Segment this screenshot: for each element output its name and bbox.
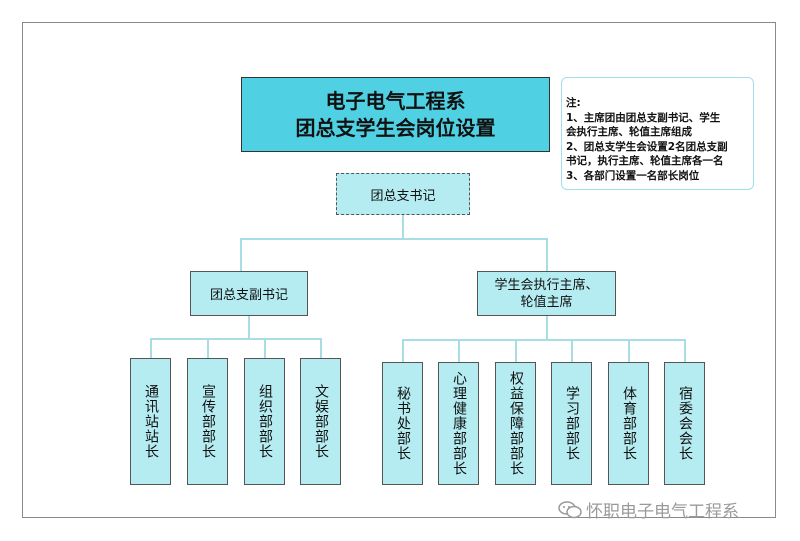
dept-left-2: 宣传部部长: [187, 358, 228, 485]
connector-chair-down: [546, 316, 548, 340]
connector-right-horizontal: [402, 339, 686, 341]
connector-left-dept-3: [264, 338, 266, 358]
title-line-1: 电子电气工程系: [325, 88, 466, 113]
wechat-icon: [558, 500, 582, 518]
diagram-title: 电子电气工程系 团总支学生会岗位设置: [241, 77, 550, 152]
dept-right-1: 秘书处部长: [382, 362, 423, 485]
title-line-2: 团总支学生会岗位设置: [295, 115, 496, 140]
watermark: 怀职电子电气工程系: [558, 497, 739, 522]
connector-right-dept-6: [684, 339, 686, 362]
dept-left-4: 文娱部部长: [300, 358, 341, 485]
connector-vice-down: [248, 316, 250, 339]
node-chair-label: 学生会执行主席、轮值主席: [494, 277, 599, 310]
note-line: 书记，执行主席、轮值主席各一名: [566, 155, 724, 167]
node-chair: 学生会执行主席、轮值主席: [477, 271, 616, 316]
dept-right-4: 学习部部长: [551, 362, 592, 485]
connector-to-chair: [546, 238, 548, 271]
note-line: 3、各部门设置一名部长岗位: [566, 169, 700, 182]
dept-right-3: 权益保障部部长: [495, 362, 536, 485]
note-line: 会执行主席、轮值主席组成: [566, 126, 692, 138]
dept-left-1: 通讯站站长: [130, 358, 171, 485]
connector-right-dept-1: [402, 339, 404, 362]
note-box: 注: 1、主席团由团总支副书记、学生 会执行主席、轮值主席组成 2、团总支学生会…: [561, 77, 754, 190]
node-vice-secretary: 团总支副书记: [190, 271, 308, 316]
note-line: 1、主席团由团总支副书记、学生: [566, 111, 721, 124]
dept-right-2: 心理健康部部长: [438, 362, 479, 485]
connector-right-dept-2: [458, 339, 460, 362]
watermark-text: 怀职电子电气工程系: [586, 502, 739, 522]
connector-top-horizontal: [240, 238, 548, 240]
connector-left-dept-2: [207, 338, 209, 358]
connector-right-dept-5: [628, 339, 630, 362]
connector-to-vice: [240, 238, 242, 271]
connector-secretary-down: [402, 215, 404, 238]
connector-left-horizontal: [150, 338, 322, 340]
dept-left-3: 组织部部长: [244, 358, 285, 485]
dept-right-5: 体育部部长: [608, 362, 649, 485]
note-heading: 注:: [566, 97, 581, 109]
connector-left-dept-4: [320, 338, 322, 358]
connector-right-dept-4: [571, 339, 573, 362]
node-secretary: 团总支书记: [336, 173, 470, 215]
note-line: 2、团总支学生会设置2名团总支副: [566, 140, 728, 153]
connector-left-dept-1: [150, 338, 152, 358]
dept-right-6: 宿委会会长: [664, 362, 705, 485]
connector-right-dept-3: [515, 339, 517, 362]
